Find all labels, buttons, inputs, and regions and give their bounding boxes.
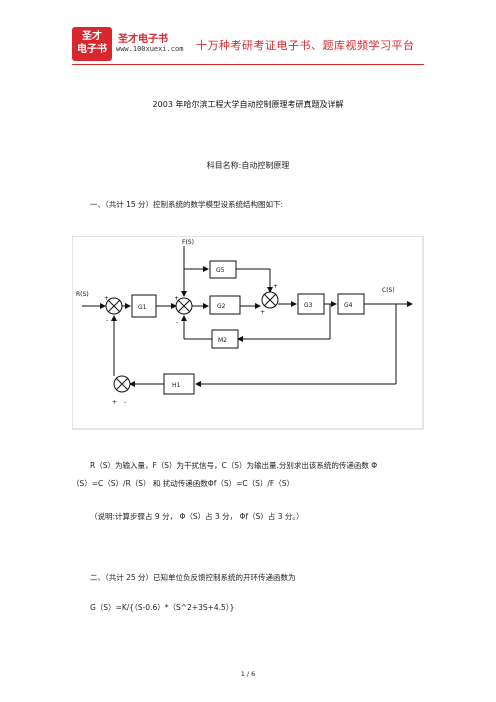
sign-s2-fb: - <box>176 319 178 326</box>
sign-s1-fb: - <box>106 317 108 324</box>
sign-s2-in: + <box>174 295 179 302</box>
logo: 圣才 电子书 <box>72 27 112 61</box>
sign-s4-a: + <box>260 309 265 316</box>
block-g4-label: G4 <box>344 302 353 309</box>
brand-name: 圣才电子书 <box>118 34 168 45</box>
block-m2-label: M2 <box>218 337 227 344</box>
block-g1-label: G1 <box>138 304 147 311</box>
header-slogan: 十万种考研考证电子书、题库视频学习平台 <box>196 39 415 52</box>
brand-url[interactable]: www.100xuexi.com <box>116 45 184 53</box>
sign-s4-b: + <box>273 283 278 290</box>
sign-s1-in: + <box>104 295 109 302</box>
block-g5-label: G5 <box>216 267 225 274</box>
logo-line1: 圣才 <box>82 31 102 42</box>
q2-formula: G（S）=K/{（S-0.6）*（S^2+3S+4.5）} <box>90 603 235 612</box>
block-g3-label: G3 <box>304 302 313 309</box>
disturbance-label: F(S) <box>182 239 194 246</box>
logo-line2: 电子书 <box>77 44 107 55</box>
output-label: C(S) <box>382 287 395 294</box>
q1-text-line2: （S）=C（S）/R（S） 和 扰动传递函数Φf（S）=C（S）/F（S） <box>72 479 294 488</box>
page-header: 圣才 电子书 圣才电子书 www.100xuexi.com 十万种考研考证电子书… <box>0 0 496 68</box>
page-number: 1 / 6 <box>240 670 256 678</box>
header-divider <box>72 64 424 65</box>
block-h1-label: H1 <box>172 382 181 389</box>
q1-text-line1: R（S）为输入量，F（S）为干扰信号，C（S）为输出量.分别求出该系统的传递函数… <box>90 461 378 470</box>
subject-line: 科目名称:自动控制原理 <box>206 161 290 170</box>
sign-s3-fb: - <box>124 399 126 406</box>
q1-note: （说明:计算步骤占 9 分， Φ（S）占 3 分， Φf（S）占 3 分。） <box>90 512 304 521</box>
block-diagram: R(S) F(S) C(S) G1 G2 G3 G4 G5 M2 H1 + - … <box>72 236 424 430</box>
block-g2-label: G2 <box>217 303 226 310</box>
sign-s3-in: + <box>112 399 117 406</box>
q2-heading: 二、（共计 25 分）已知单位负反馈控制系统的开环传递函数为 <box>90 573 296 582</box>
q1-heading: 一、（共计 15 分）控制系统的数学模型设系统结构图如下: <box>90 200 284 209</box>
document-title: 2003 年哈尔滨工程大学自动控制原理考研真题及详解 <box>152 100 344 109</box>
input-label: R(S) <box>76 291 89 298</box>
